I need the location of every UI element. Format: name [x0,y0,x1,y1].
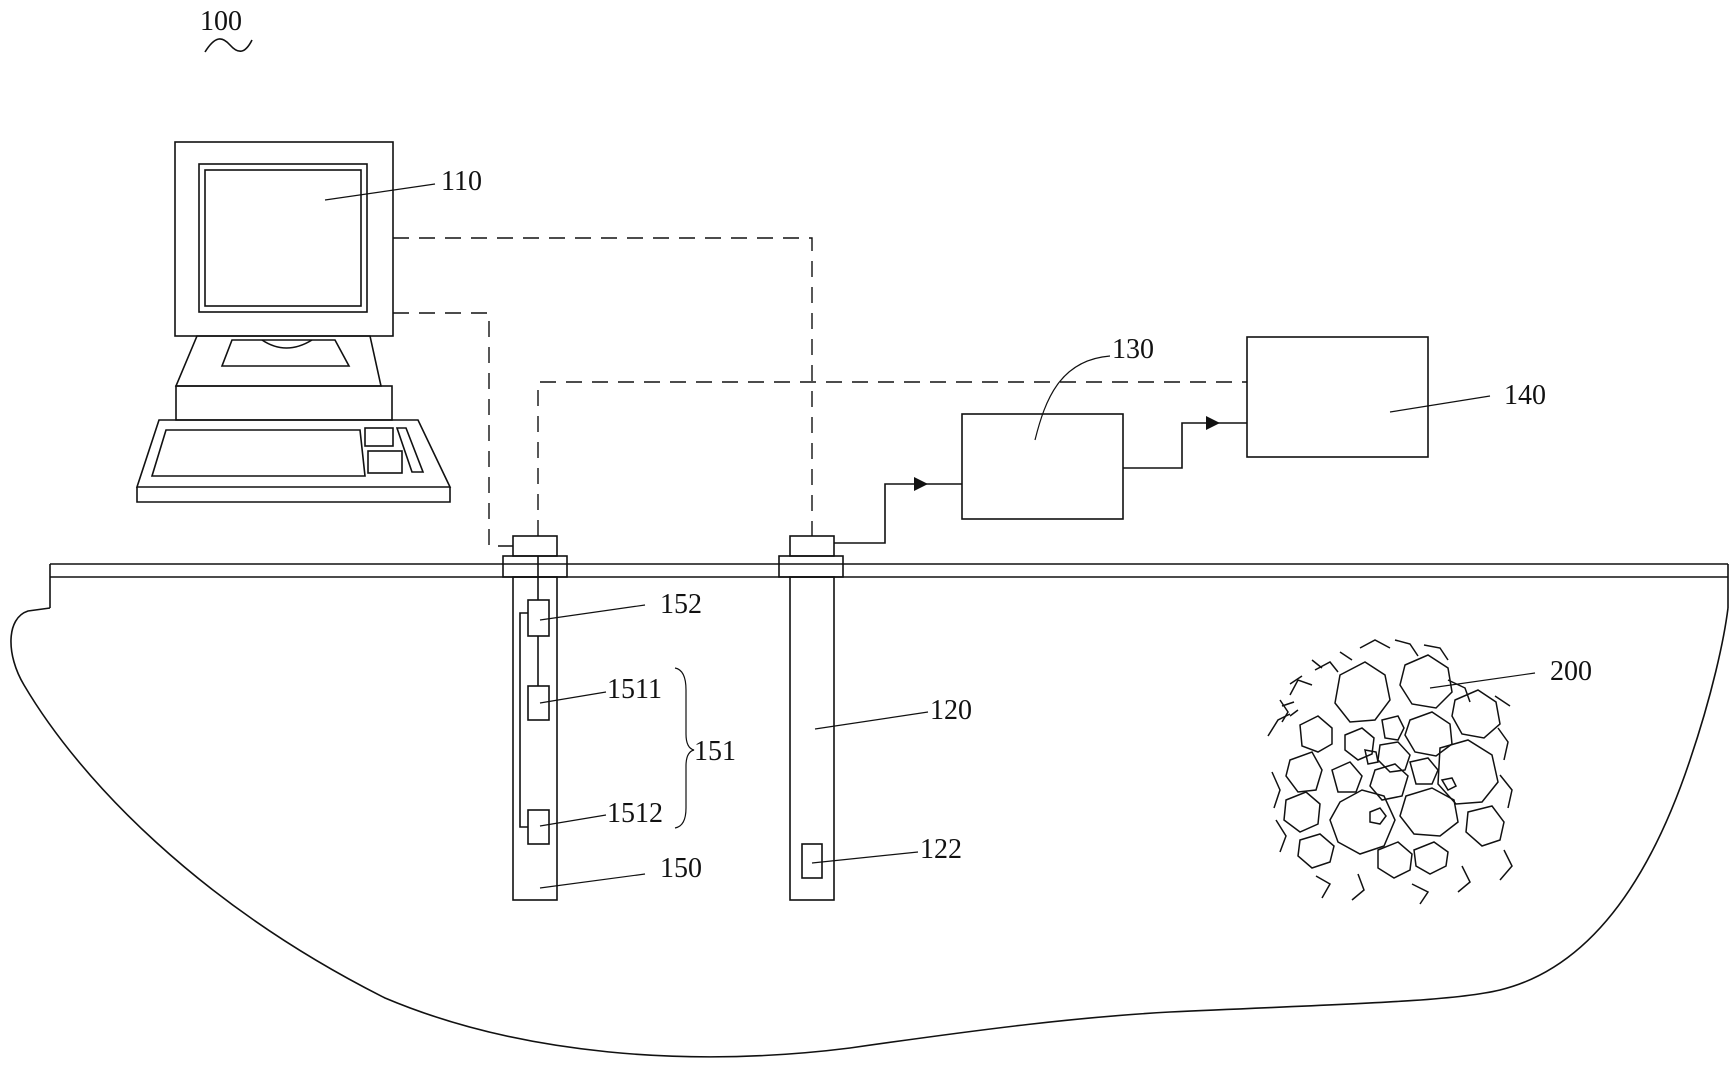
keyboard-keys-area [150,429,366,477]
label-151: 151 [694,736,736,767]
label-110: 110 [441,166,482,197]
computer [135,141,452,503]
label-130: 130 [1112,334,1154,365]
wellhead-cap-right [789,535,835,557]
label-152: 152 [660,589,702,620]
label-100: 100 [200,6,242,37]
wellhead-cap-left [512,535,558,557]
label-140: 140 [1504,380,1546,411]
link-computer-to-detection-well [393,237,813,536]
well-casing-right [789,576,835,901]
leader-lines [324,183,1536,889]
detection-well [778,535,844,901]
unit-130-box [961,413,1124,520]
monitor-screen [204,169,362,307]
monitor-stand-inner [220,339,351,367]
source-1512-box [527,809,550,845]
keyboard-base [136,487,451,503]
line-well-to-130 [834,483,962,544]
computer-base [175,385,393,421]
link-excitation-well-to-140 [537,381,1247,536]
unit-140-box [1246,336,1429,458]
wellhead-right [778,555,844,578]
source-1511-box [527,685,550,721]
arrow-to-130 [914,477,928,491]
element-152-box [527,599,550,637]
link-computer-to-excitation-well [393,312,513,547]
line-130-to-140 [1123,422,1247,469]
reference-tilde [204,38,253,53]
label-200: 200 [1550,656,1592,687]
sensor-122-box [801,843,823,879]
brace-151 [674,667,695,829]
monitor-bezel [198,163,368,313]
keyboard-key-small [364,427,394,447]
keyboard-key-side [395,427,425,473]
wellhead-left [502,555,568,578]
label-120: 120 [930,695,972,726]
label-150: 150 [660,853,702,884]
label-1512: 1512 [607,798,663,829]
target-body-rocks [1267,639,1513,905]
monitor-stand [174,335,382,387]
earth-boundary [10,607,1729,1058]
monitor-stand-curve [261,339,313,349]
arrow-to-140 [1206,416,1220,430]
source-cable [519,612,528,828]
keyboard-key-large [367,450,403,474]
label-122: 122 [920,834,962,865]
label-1511: 1511 [607,674,662,705]
signal-links [393,237,1247,547]
well-casing-left [512,576,558,901]
excitation-well [502,535,568,901]
ground-surface [49,563,1729,608]
